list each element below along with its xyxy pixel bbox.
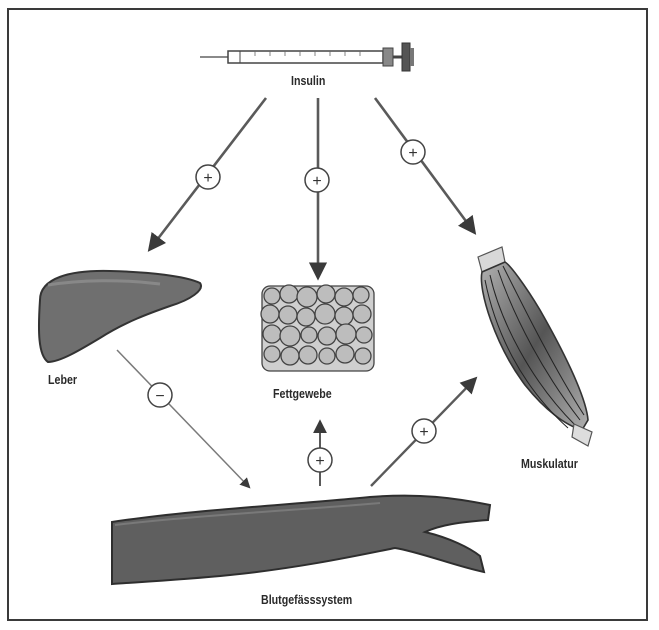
fat-tissue-icon xyxy=(261,285,374,371)
sign-leber-blut: − xyxy=(155,388,164,405)
label-muskulatur: Muskulatur xyxy=(521,456,578,471)
label-insulin: Insulin xyxy=(291,73,325,88)
sign-circle-insulin-fettgewebe: + xyxy=(305,168,329,192)
label-leber: Leber xyxy=(48,372,77,387)
sign-blut-muskulatur: + xyxy=(419,424,428,441)
blood-vessel-icon xyxy=(112,496,490,584)
sign-insulin-leber: + xyxy=(203,170,212,187)
sign-insulin-fettgewebe: + xyxy=(312,173,321,190)
muscle-icon xyxy=(478,247,592,446)
sign-circle-blut-muskulatur: + xyxy=(412,419,436,443)
label-blutgefaesssystem: Blutgefässsystem xyxy=(261,592,352,607)
syringe-icon xyxy=(200,43,414,71)
arrow-insulin-muskulatur xyxy=(375,98,474,232)
arrow-leber-blut xyxy=(117,350,249,487)
sign-insulin-muskulatur: + xyxy=(408,145,417,162)
sign-circle-blut-fettgewebe: + xyxy=(308,448,332,472)
sign-circle-insulin-muskulatur: + xyxy=(401,140,425,164)
sign-circle-insulin-leber: + xyxy=(196,165,220,189)
liver-icon xyxy=(39,271,201,362)
sign-circle-leber-blut: − xyxy=(148,383,172,407)
label-fettgewebe: Fettgewebe xyxy=(273,386,332,401)
sign-blut-fettgewebe: + xyxy=(315,453,324,470)
